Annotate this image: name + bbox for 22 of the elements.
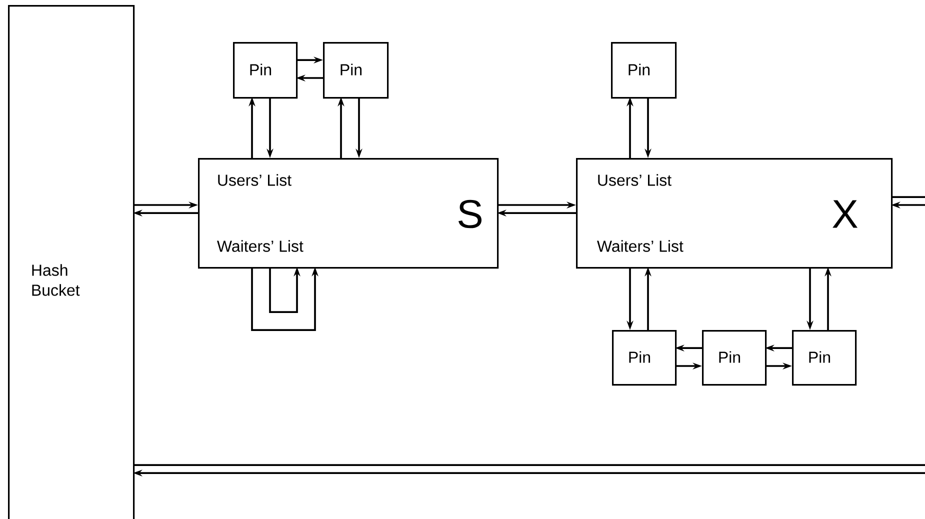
- box-label: Pin: [250, 64, 272, 76]
- box-label: Waiters’ List: [217, 240, 304, 252]
- lock-mode-letter: X: [832, 200, 858, 228]
- box-label: Waiters’ List: [597, 240, 684, 252]
- pin-box: [612, 330, 677, 386]
- box-label: Pin: [809, 351, 830, 363]
- box-label: Pin: [629, 351, 650, 363]
- lock-mode-letter: S: [458, 200, 482, 228]
- hash-bucket-box: [8, 5, 135, 519]
- box-label: Pin: [628, 64, 650, 76]
- pin-box: [611, 42, 677, 99]
- box-label: Users’ List: [218, 174, 292, 186]
- box-label: Pin: [340, 64, 362, 76]
- lock-box: [576, 158, 893, 269]
- pin-box: [702, 330, 767, 386]
- lock-box: [198, 158, 499, 269]
- pin-box: [233, 42, 298, 99]
- pin-box: [792, 330, 857, 386]
- box-label: Pin: [719, 351, 740, 363]
- box-label: Users’ List: [598, 174, 672, 186]
- pin-box: [323, 42, 389, 99]
- box-label: Hash Bucket: [32, 264, 80, 296]
